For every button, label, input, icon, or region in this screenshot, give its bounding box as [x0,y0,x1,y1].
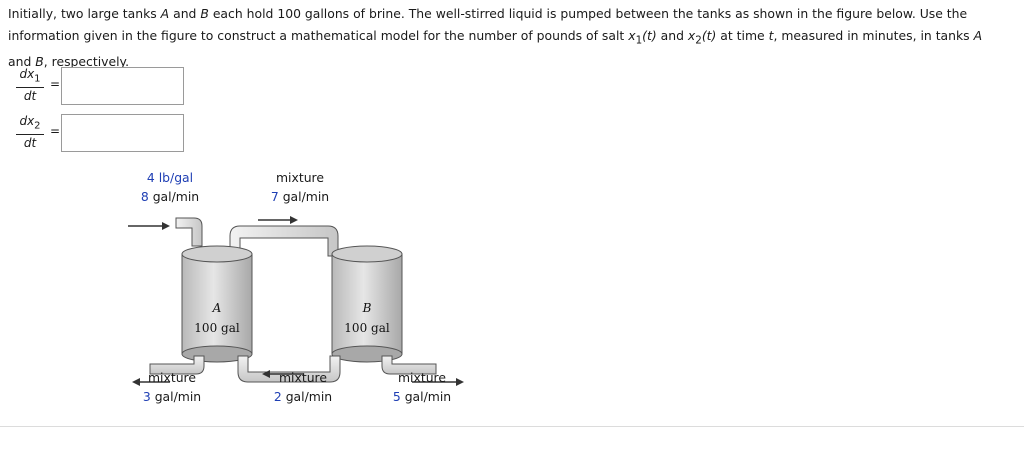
problem-text: , respectively. [43,54,130,70]
equals-sign: = [50,77,61,91]
problem-text: each hold 100 gallons of brine. The well… [8,6,968,43]
derivative-dx1-dt: dx1 dt [14,67,46,103]
out-a-label: mixture 3 gal/min [132,368,212,406]
inflow-rate: 8 gal/min [140,189,200,204]
arrow-left-icon [262,370,270,378]
problem-text: at time [716,27,769,43]
tank-b-name: B [362,301,372,315]
out-a-text: mixture [147,370,196,385]
tank-b-volume: 100 gal [344,321,390,335]
tank-a-volume: 100 gal [194,321,240,335]
inflow-pipe [128,217,203,247]
answer-input-dx2[interactable] [61,114,184,152]
var-x1-subscript: 1 [635,33,643,46]
var-x2-subscript: 2 [695,33,702,46]
tank-a-name: A [212,301,222,315]
out-b-rate: 5 gal/min [392,389,452,404]
a-to-b-label: mixture 7 gal/min [260,168,340,206]
bottom-divider [0,426,1024,427]
outflow-pipe-b [381,355,464,386]
tank-a-ref: A [973,27,983,43]
arrow-left-icon [132,378,140,386]
fraction-bar [16,134,44,136]
equals-sign: = [50,124,61,138]
a-to-b-text: mixture [275,170,324,185]
problem-text: , measured in minutes, in tanks [773,27,974,43]
outflow-pipe-a [132,355,205,386]
inflow-concentration: 4 lb/gal [146,170,194,185]
out-b-text: mixture [397,370,446,385]
problem-text: and [8,54,36,70]
problem-text: and [169,6,201,21]
b-to-a-text: mixture [278,370,327,385]
arrow-right-icon [290,216,298,224]
pipe-b-to-a [237,355,341,383]
out-a-rate: 3 gal/min [142,389,202,404]
b-to-a-label: mixture 2 gal/min [263,368,343,406]
fraction-bar [16,87,44,89]
var-x2: x [687,27,696,43]
var-x1: x [628,27,636,43]
problem-text: Initially, two large tanks [8,6,161,21]
fraction-numerator: dx1 [19,67,41,85]
answer-input-dx1[interactable] [61,67,184,105]
arrow-right-icon [456,378,464,386]
tank-b-ref: B [200,6,209,21]
tank-system-figure: A 100 gal B 100 gal [128,216,464,386]
fraction-denominator: dt [23,89,37,104]
fraction-numerator: dx2 [19,114,41,132]
problem-text: and [656,27,688,43]
a-to-b-rate: 7 gal/min [270,189,330,204]
inflow-label: 4 lb/gal 8 gal/min [130,168,210,206]
var-x1-arg: (t) [642,27,657,43]
b-to-a-rate: 2 gal/min [273,389,333,404]
arrow-right-icon [162,222,170,230]
tank-b-ref: B [35,54,44,70]
out-b-label: mixture 5 gal/min [382,368,462,406]
var-x2-arg: (t) [701,27,717,43]
problem-statement: Initially, two large tanks A and B each … [8,3,1008,73]
two-tank-diagram: A 100 gal B 100 gal 4 lb/gal 8 gal/min m… [120,168,480,408]
var-t: t [768,27,774,43]
derivative-dx2-dt: dx2 dt [14,114,46,150]
fraction-denominator: dt [23,136,37,151]
tank-a-ref: A [160,6,170,21]
